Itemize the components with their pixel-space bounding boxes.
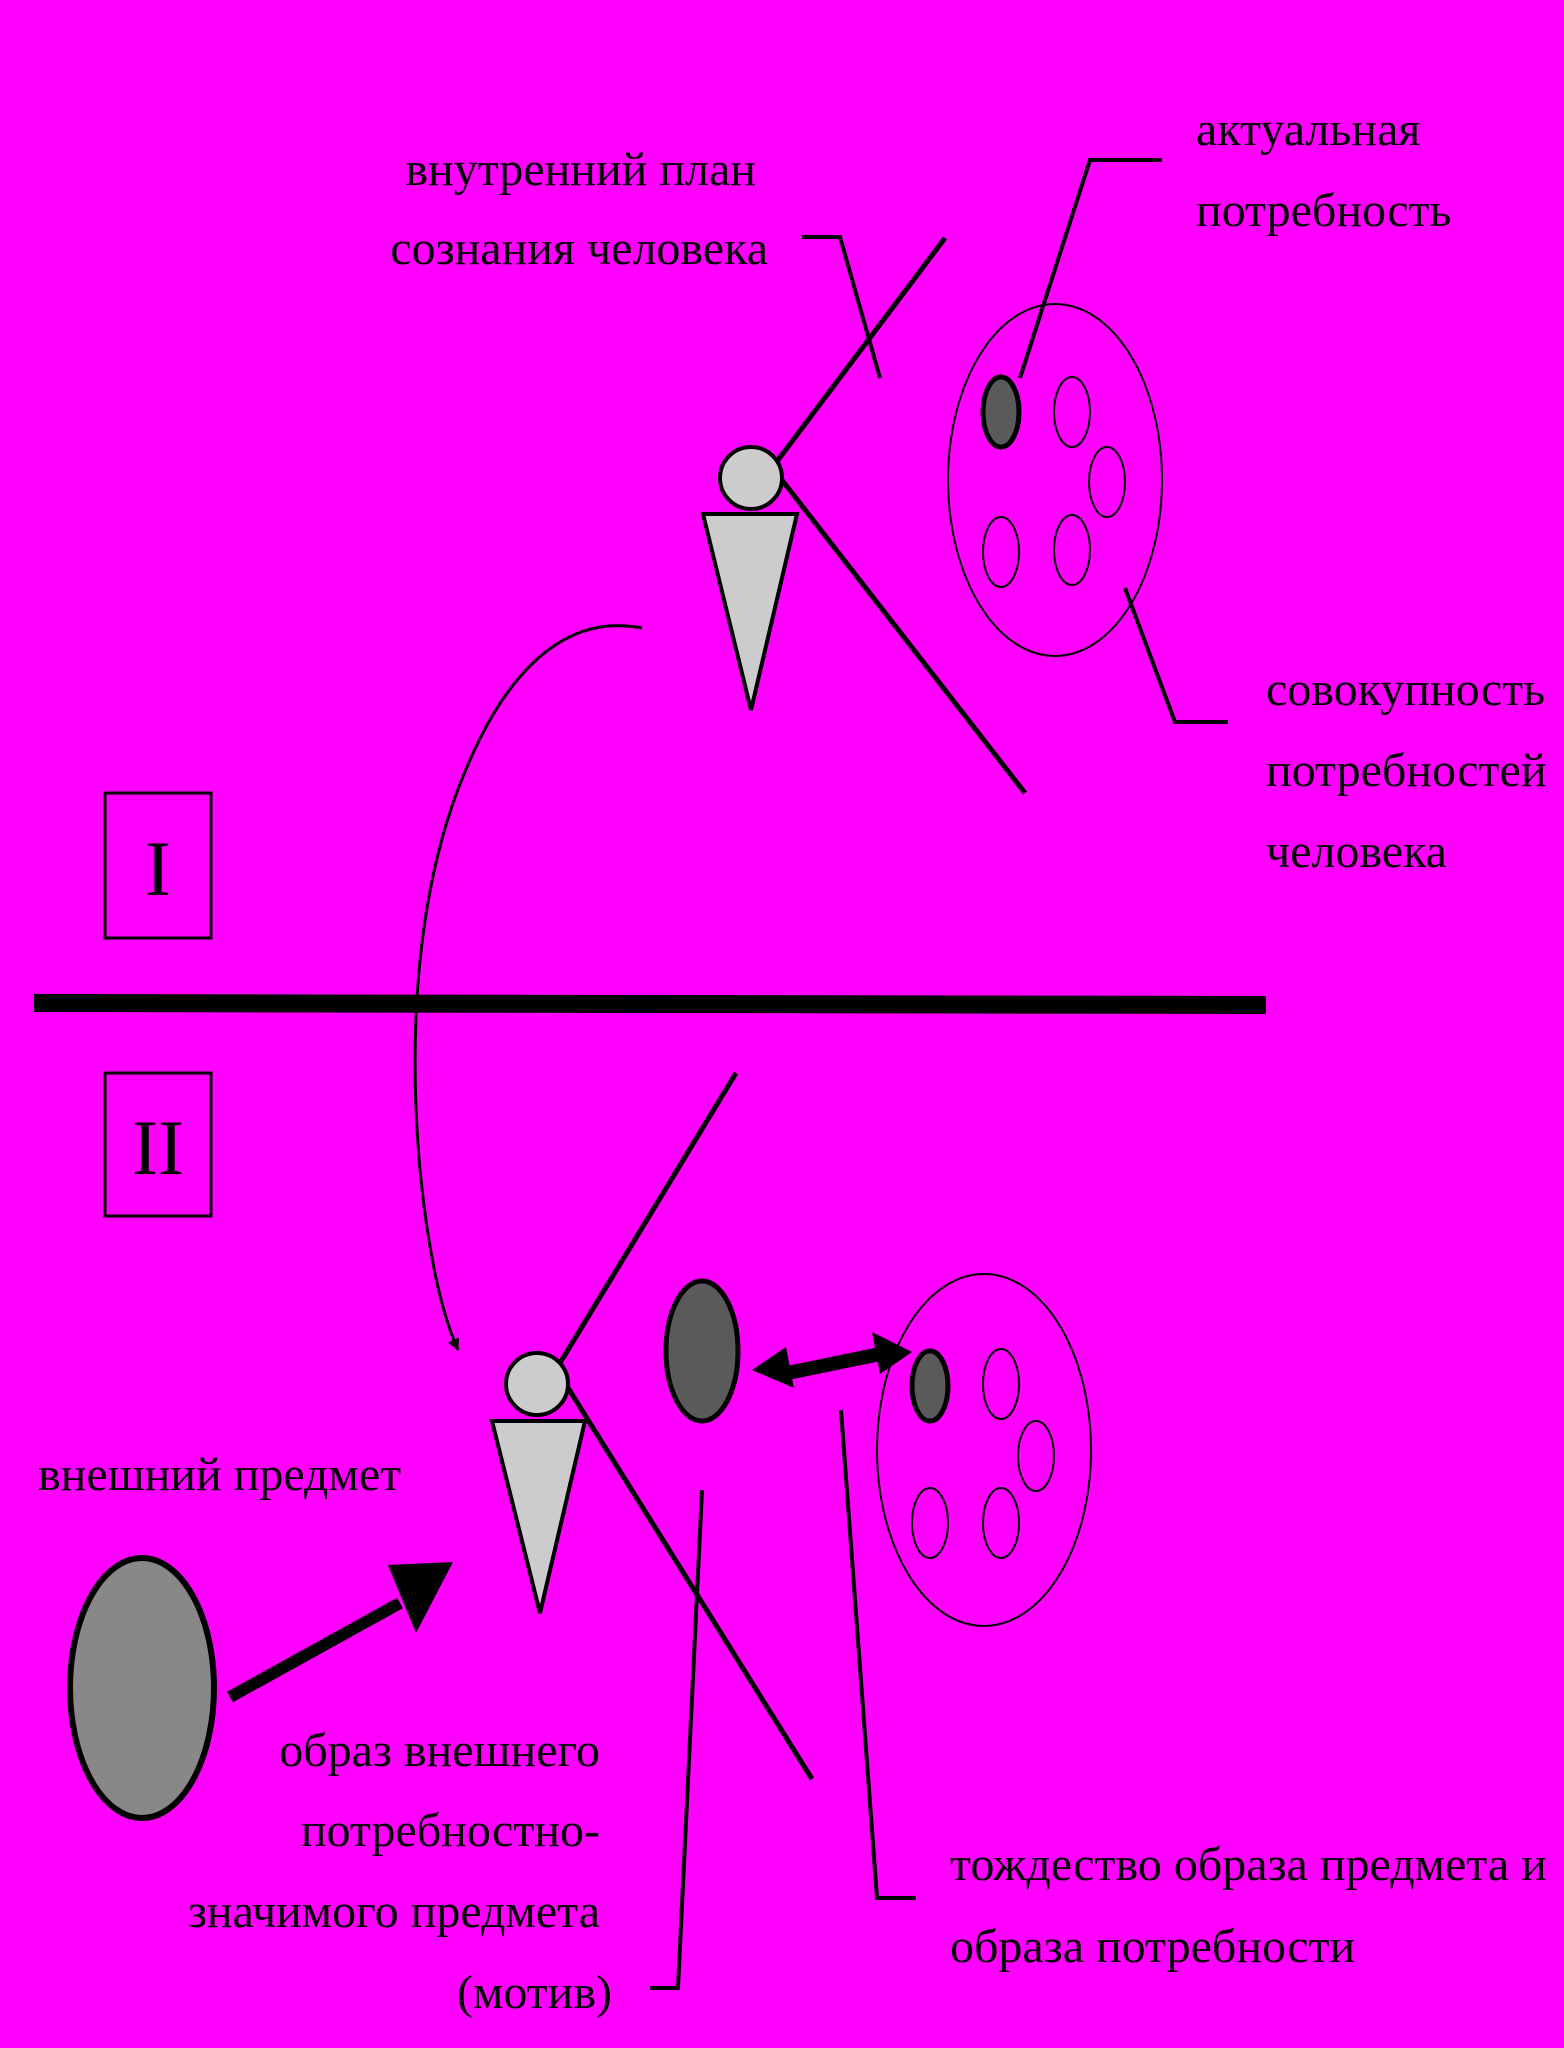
roman-numeral-two: II (132, 1104, 184, 1191)
label-image: образ внешнего потребностно- значимого п… (188, 1724, 612, 2019)
leader-inner-plan (802, 235, 882, 379)
person-figure-top (700, 445, 800, 711)
panel-bottom: II (38, 1071, 1559, 2019)
leader-actual-need (1018, 158, 1162, 379)
need-oval (1053, 514, 1091, 586)
need-oval (982, 516, 1020, 588)
needs-set-circle (876, 1273, 1092, 1627)
person-head (718, 445, 784, 511)
perception-arrow (227, 1562, 453, 1703)
need-oval (982, 1487, 1020, 1559)
label-external-object: внешний предмет (38, 1448, 401, 1501)
panel-divider (33, 994, 1267, 1014)
panel-top: I внутренний план сознания человека акту… (103, 103, 1559, 940)
person-body (489, 1419, 588, 1614)
label-inner-plan: внутренний план сознания человека (390, 143, 768, 275)
leader-image (650, 1489, 704, 1990)
need-oval (911, 1487, 949, 1559)
actual-need-oval (909, 1348, 951, 1424)
person-head (504, 1351, 570, 1417)
person-figure-bottom (489, 1351, 588, 1614)
object-image-oval (663, 1278, 741, 1424)
roman-box-two (103, 1071, 213, 1218)
leader-needs-set (1123, 587, 1228, 724)
need-oval (1088, 446, 1126, 518)
person-body (700, 512, 800, 711)
need-oval (982, 1348, 1020, 1420)
roman-numeral-one: I (145, 825, 171, 912)
sight-line-upper (776, 236, 947, 462)
sight-line-upper (557, 1071, 739, 1365)
label-needs-set: совокупность потребностей человека (1266, 663, 1559, 878)
identity-double-arrow (752, 1332, 912, 1388)
label-identity: тождество образа предмета и образа потре… (950, 1838, 1559, 1973)
need-oval (1053, 376, 1091, 448)
actual-need-oval (980, 374, 1022, 450)
roman-box-one (103, 791, 213, 940)
sight-line-lower (776, 473, 1027, 795)
label-actual-need: актуальная потребность (1196, 103, 1451, 237)
need-oval (1017, 1420, 1055, 1492)
leader-identity (839, 1409, 916, 1900)
needs-set-circle (947, 303, 1163, 657)
sight-line-lower (557, 1373, 815, 1781)
external-object-oval (67, 1555, 217, 1821)
transition-curve-arrow (413, 624, 643, 1351)
